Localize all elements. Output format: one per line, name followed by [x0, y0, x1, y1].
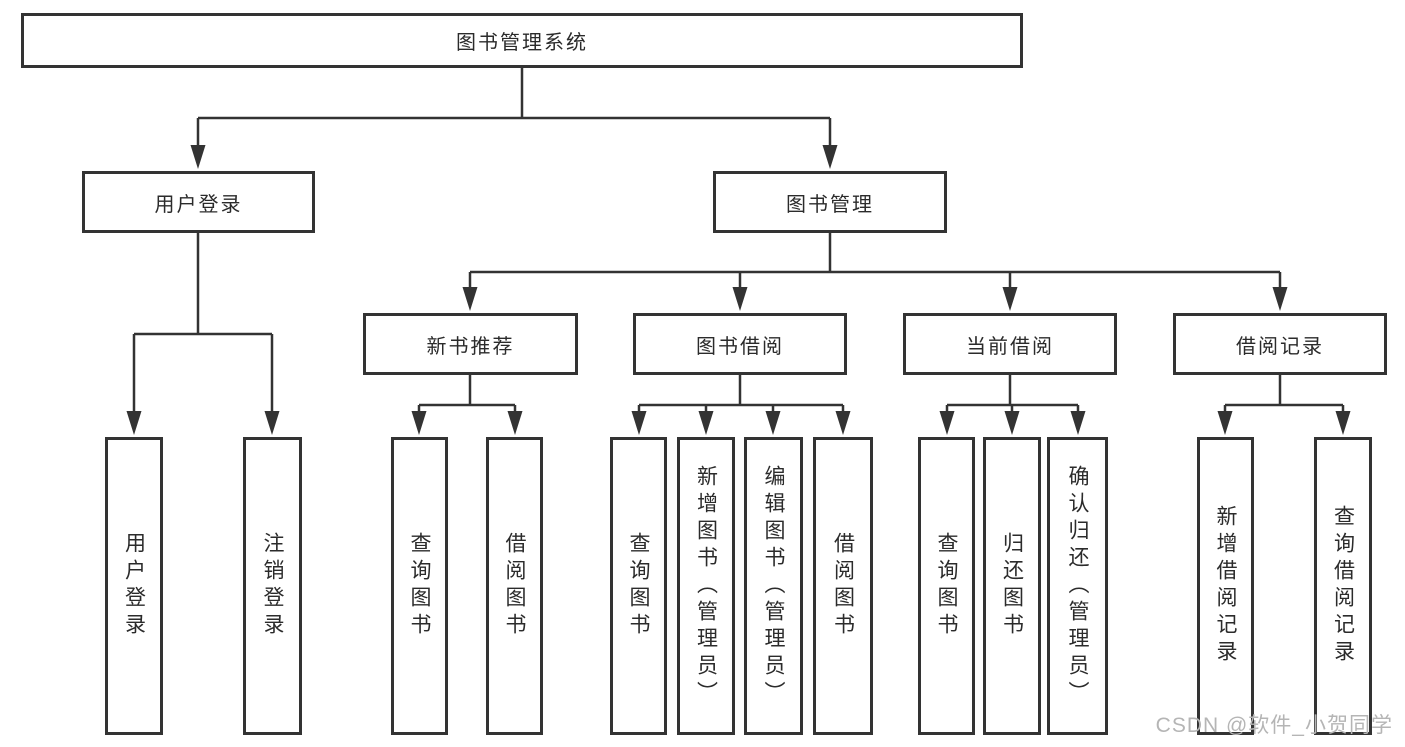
- leaf-query-books-borrow-label: 查询图书: [627, 532, 650, 640]
- leaf-user-login-label: 用户登录: [122, 532, 146, 640]
- node-book-borrow: 图书借阅: [633, 313, 847, 375]
- leaf-query-books-current: 查询图书: [918, 437, 975, 735]
- leaf-user-login: 用户登录: [105, 437, 163, 735]
- leaf-return-book: 归还图书: [983, 437, 1041, 735]
- leaf-query-books-current-label: 查询图书: [935, 532, 958, 640]
- leaf-query-borrow-record: 查询借阅记录: [1314, 437, 1372, 735]
- node-borrow-records: 借阅记录: [1173, 313, 1387, 375]
- node-user-login: 用户登录: [82, 171, 315, 233]
- leaf-add-borrow-record: 新增借阅记录: [1197, 437, 1254, 735]
- leaf-borrow-books-recommend-label: 借阅图书: [503, 532, 526, 640]
- leaf-borrow-books-label: 借阅图书: [831, 532, 855, 640]
- node-root: 图书管理系统: [21, 13, 1023, 68]
- leaf-add-borrow-record-label: 新增借阅记录: [1214, 505, 1237, 667]
- leaf-query-books-borrow: 查询图书: [610, 437, 667, 735]
- leaf-confirm-return-admin-label: 确认归还（管理员）: [1066, 464, 1089, 708]
- leaf-return-book-label: 归还图书: [1000, 532, 1024, 640]
- leaf-edit-book-admin-label: 编辑图书（管理员）: [762, 464, 785, 708]
- leaf-confirm-return-admin: 确认归还（管理员）: [1047, 437, 1108, 735]
- leaf-add-book-admin-label: 新增图书（管理员）: [694, 464, 718, 708]
- arrowheads: [126, 145, 1351, 435]
- node-current-borrow: 当前借阅: [903, 313, 1117, 375]
- leaf-query-books-recommend: 查询图书: [391, 437, 448, 735]
- csdn-watermark: CSDN @软件_小贺同学: [1155, 714, 1393, 737]
- leaf-borrow-books-recommend: 借阅图书: [486, 437, 543, 735]
- node-new-book-recommend: 新书推荐: [363, 313, 578, 375]
- leaf-logout: 注销登录: [243, 437, 302, 735]
- leaf-logout-label: 注销登录: [261, 532, 284, 640]
- leaf-query-borrow-record-label: 查询借阅记录: [1331, 505, 1355, 667]
- leaf-borrow-books: 借阅图书: [813, 437, 873, 735]
- leaf-query-books-recommend-label: 查询图书: [408, 532, 431, 640]
- leaf-add-book-admin: 新增图书（管理员）: [677, 437, 735, 735]
- leaf-edit-book-admin: 编辑图书（管理员）: [744, 437, 803, 735]
- node-book-management: 图书管理: [713, 171, 947, 233]
